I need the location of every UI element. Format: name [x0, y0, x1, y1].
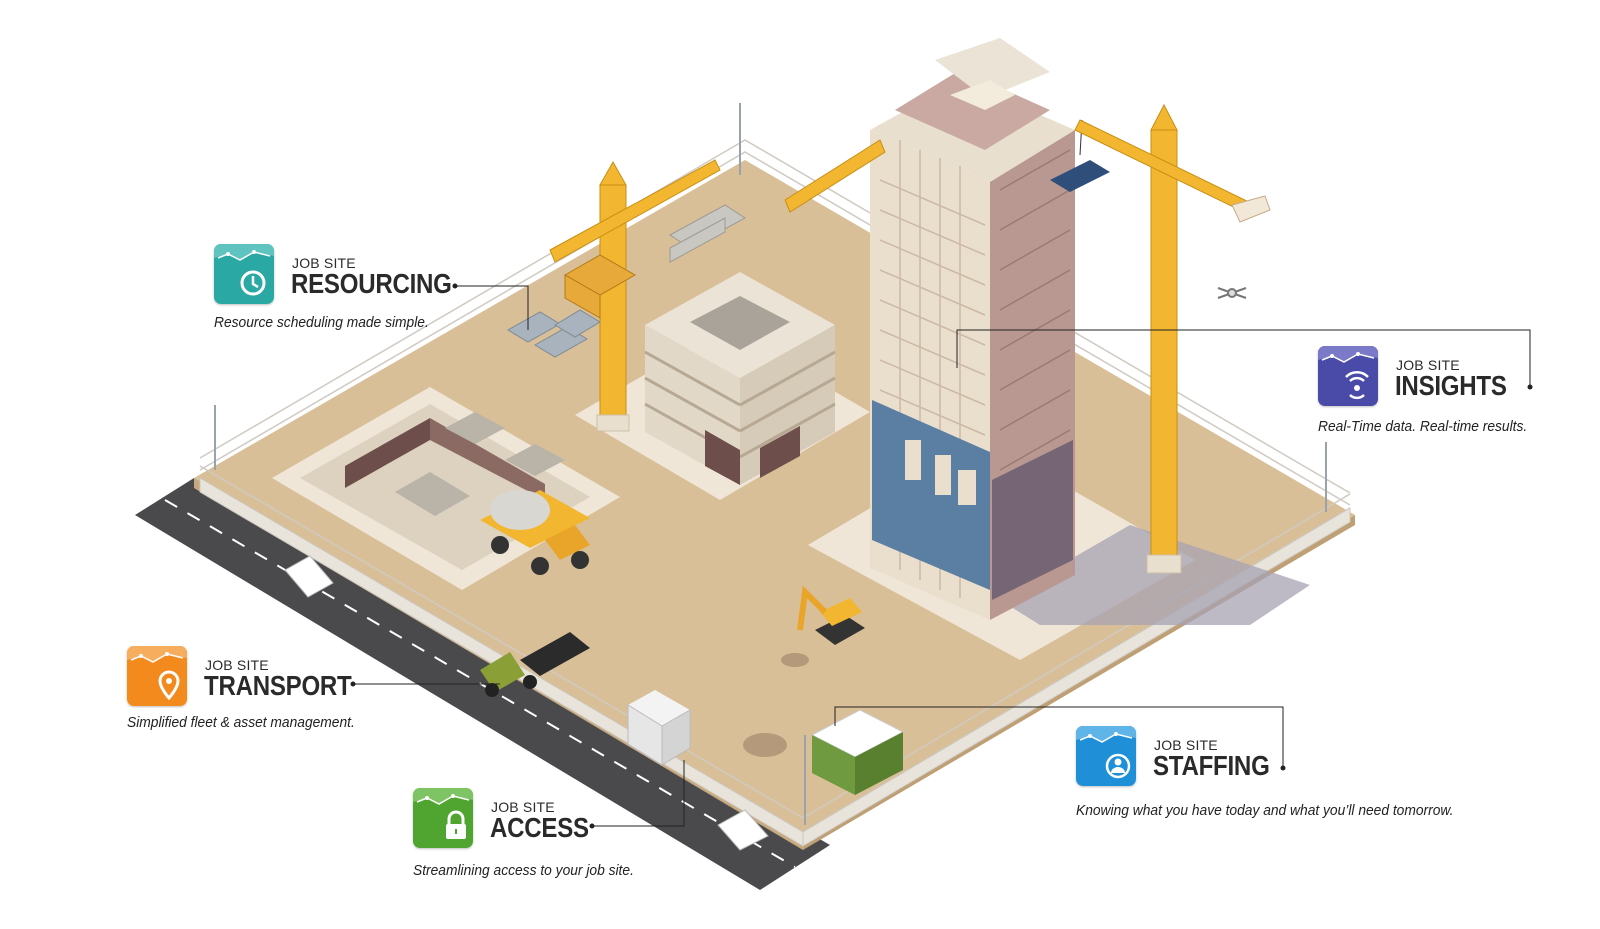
access-connector-dot — [589, 823, 595, 829]
crane-right — [1074, 103, 1256, 574]
lock-icon — [413, 788, 473, 848]
access-eyebrow: JOB SITE — [491, 799, 555, 815]
staffing-description: Knowing what you have today and what you… — [1076, 802, 1454, 819]
foundation-wall-2 — [430, 418, 545, 500]
access-description: Streamlining access to your job site. — [413, 862, 634, 879]
access-connector — [592, 760, 685, 827]
tower-shadow — [1000, 525, 1310, 625]
tower-building — [870, 38, 1075, 620]
light-poles — [214, 103, 1327, 825]
resourcing-connector — [455, 285, 529, 330]
tower-glass-right — [992, 440, 1073, 600]
insights-description: Real-Time data. Real-time results. — [1318, 418, 1528, 435]
crane-load-rebar — [1231, 195, 1271, 223]
signal-icon — [1318, 346, 1378, 406]
resourcing-eyebrow: JOB SITE — [292, 255, 356, 271]
rock-piles — [743, 653, 809, 757]
lumber-stack — [563, 254, 637, 319]
resourcing-description: Resource scheduling made simple. — [214, 314, 429, 331]
transport-connector-dot — [350, 681, 356, 687]
site-ground — [194, 160, 1355, 840]
car-bottom — [717, 809, 769, 851]
car-top — [284, 555, 334, 598]
location-pin-icon — [127, 646, 187, 706]
steel-bundles — [507, 309, 601, 358]
midrise-building — [644, 272, 836, 485]
foundation-wall — [345, 418, 430, 488]
user-icon — [1076, 726, 1136, 786]
staffing-connector-dot — [1280, 765, 1286, 771]
transport-eyebrow: JOB SITE — [205, 657, 269, 673]
resourcing-connector-dot — [452, 283, 458, 289]
staffing-connector — [834, 706, 1284, 768]
clock-icon — [214, 244, 274, 304]
flatbed-truck — [480, 632, 590, 697]
transport-title: TRANSPORT — [204, 670, 352, 701]
staffing-eyebrow: JOB SITE — [1154, 737, 1218, 753]
pipe-stack — [669, 204, 746, 263]
transport-description: Simplified fleet & asset management. — [127, 714, 355, 731]
gatehouse — [627, 690, 691, 766]
staffing-title: STAFFING — [1153, 750, 1270, 781]
resourcing-title: RESOURCING — [291, 268, 452, 299]
mixer-truck — [480, 490, 590, 575]
access-title: ACCESS — [490, 812, 589, 843]
insights-title: INSIGHTS — [1395, 370, 1507, 401]
insights-eyebrow: JOB SITE — [1396, 357, 1460, 373]
excavator — [797, 585, 865, 645]
insights-connector — [956, 329, 1531, 387]
tower-glass-cutouts — [905, 440, 976, 505]
site-office — [810, 709, 905, 795]
crane-left — [549, 159, 721, 432]
rebar-grids — [395, 412, 565, 516]
insights-connector-dot — [1527, 384, 1533, 390]
drone-icon-graphic — [1217, 287, 1247, 299]
tower-glass — [872, 400, 990, 590]
crane-center — [784, 139, 886, 213]
